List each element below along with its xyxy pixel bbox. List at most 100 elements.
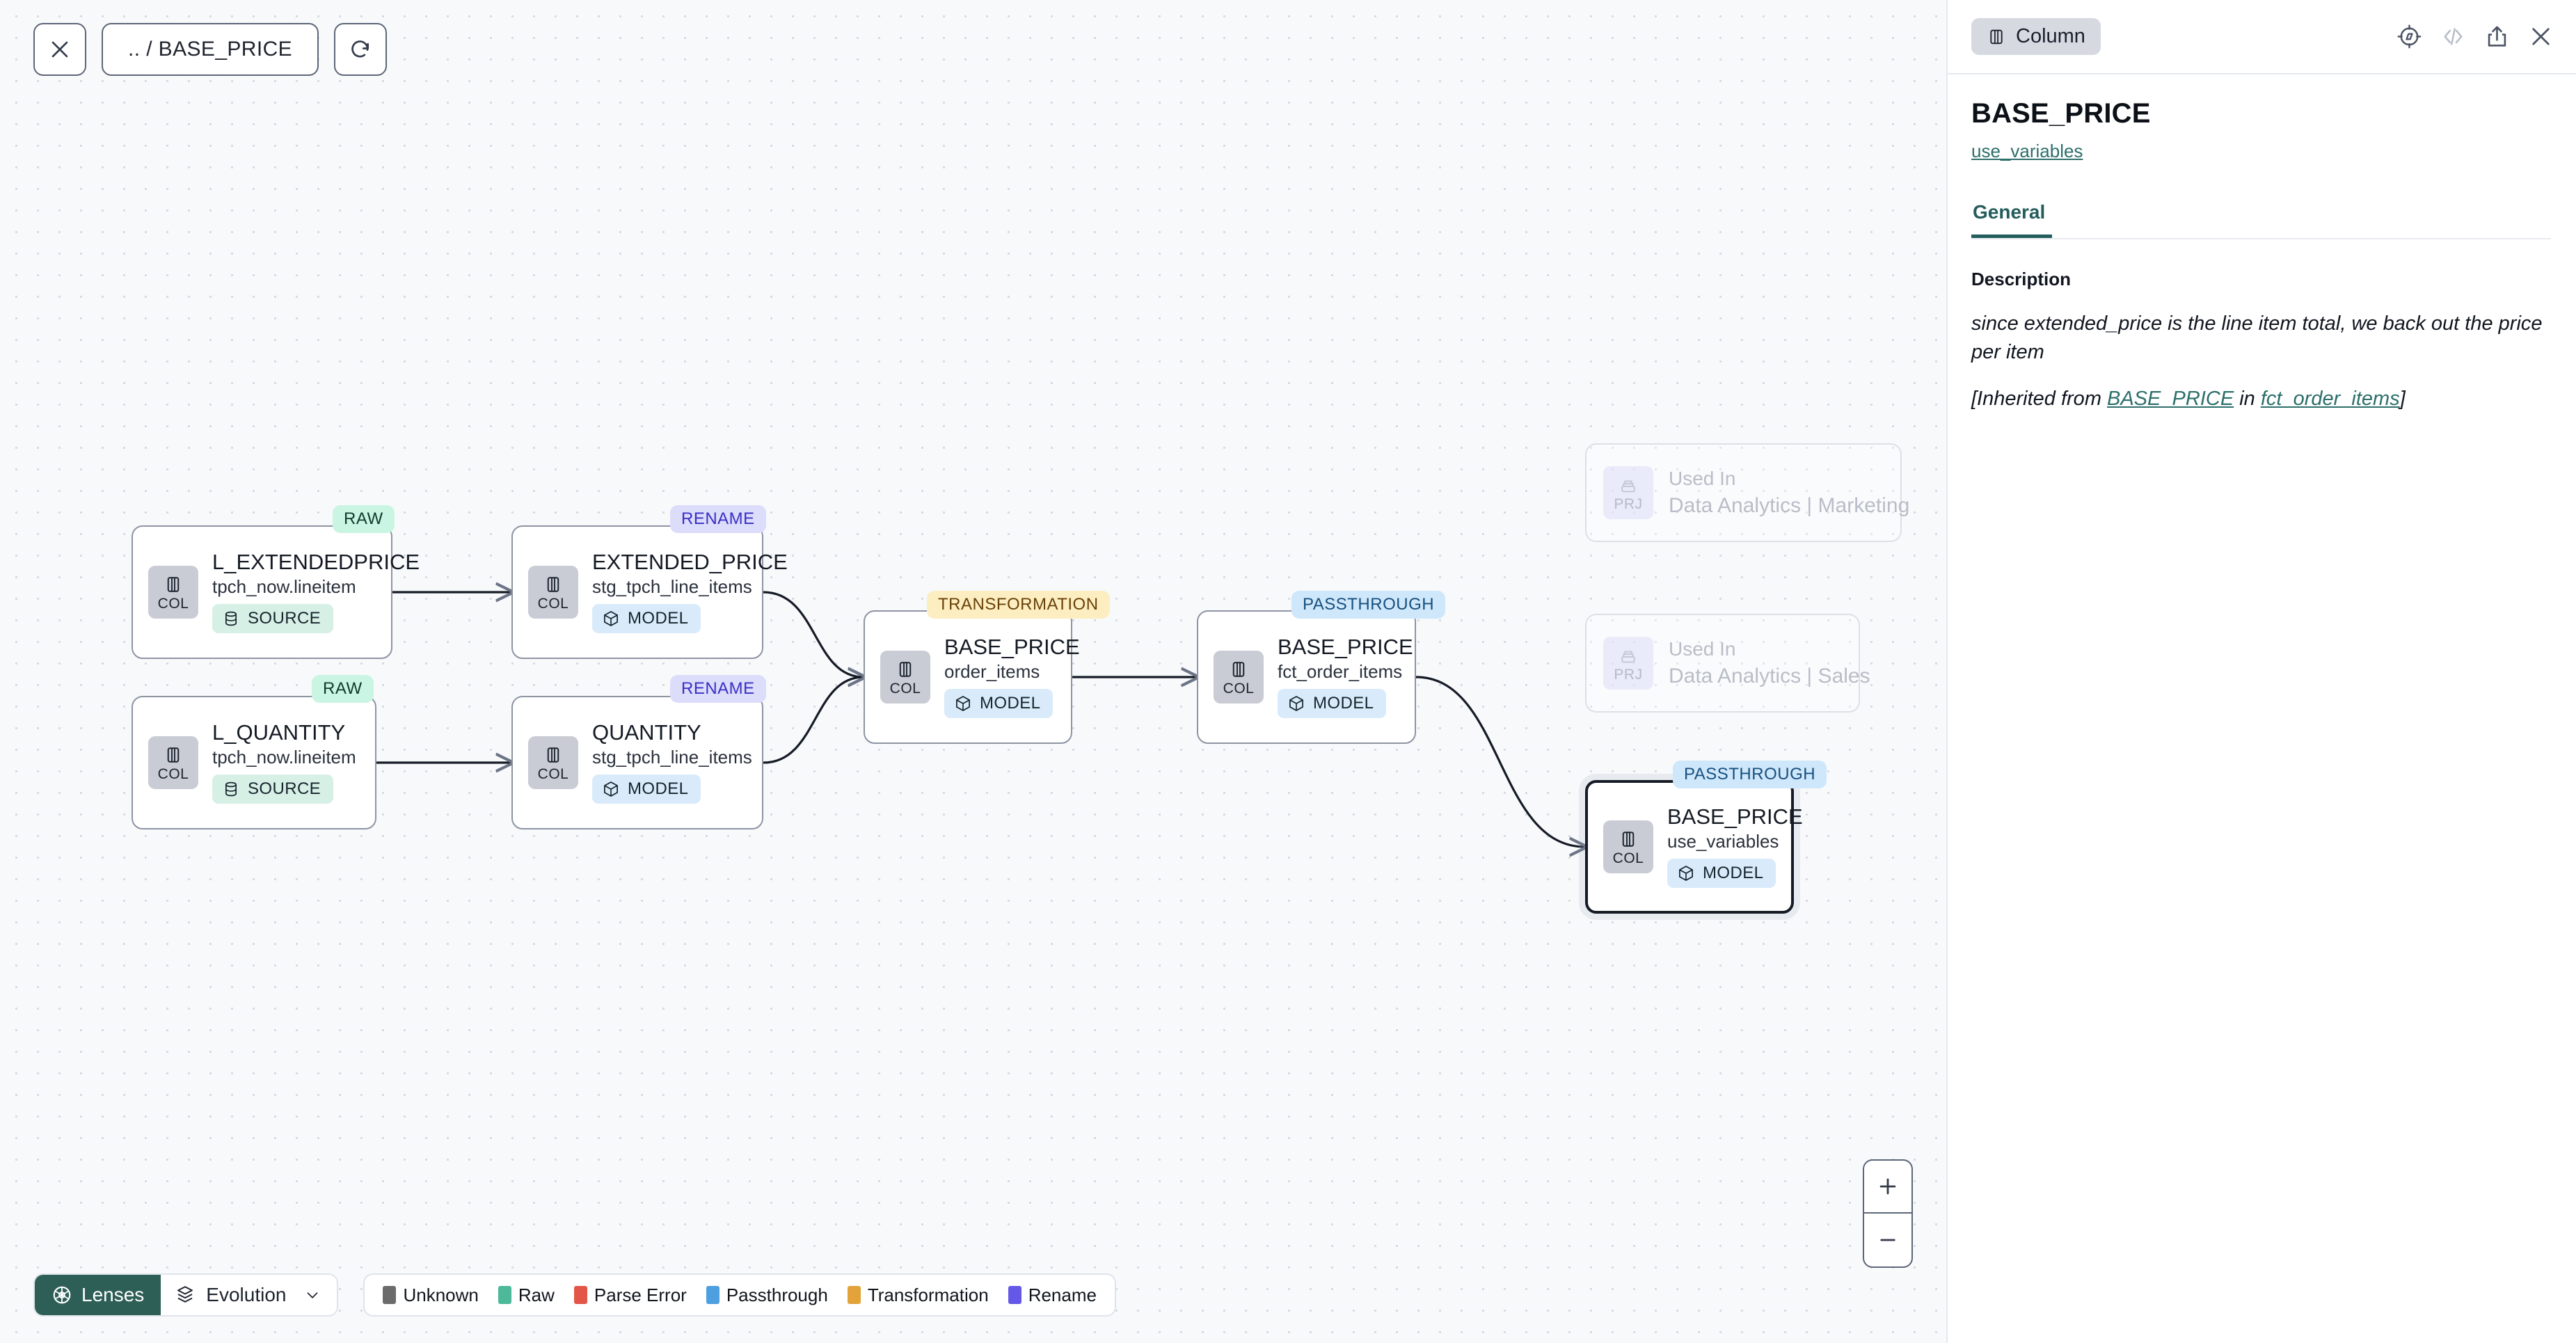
legend-item-parse-error[interactable]: Parse Error — [573, 1285, 687, 1306]
legend-item-raw[interactable]: Raw — [498, 1285, 555, 1306]
project-icon — [1621, 651, 1635, 662]
breadcrumb[interactable]: .. / BASE_PRICE — [102, 23, 319, 76]
zoom-in-button[interactable] — [1864, 1161, 1911, 1214]
panel-tabs: General — [1971, 201, 2551, 239]
inherited-middle: in — [2234, 388, 2261, 411]
parent-model-link[interactable]: use_variables — [1971, 141, 2083, 161]
node-subtitle: stg_tpch_line_items — [592, 576, 752, 598]
inherited-column-link[interactable]: BASE_PRICE — [2107, 388, 2234, 411]
column-icon — [899, 661, 912, 677]
breadcrumb-label: .. / BASE_PRICE — [128, 38, 293, 61]
node-type-label: COL — [537, 765, 569, 782]
close-graph-button[interactable] — [33, 23, 86, 76]
cube-icon — [1289, 696, 1303, 712]
inherited-model-link[interactable]: fct_order_items — [2260, 388, 2400, 411]
node-kind-pill: MODEL — [944, 689, 1054, 719]
used-in-project: Data Analytics | Marketing — [1669, 494, 1910, 517]
node-title: BASE_PRICE — [944, 634, 1080, 659]
node-kind-label: MODEL — [628, 609, 689, 628]
node-type-label: COL — [1223, 680, 1255, 697]
entity-type-chip[interactable]: Column — [1971, 18, 2101, 55]
legend-label: Unknown — [403, 1284, 479, 1305]
legend-swatch — [847, 1286, 861, 1304]
project-type-label: PRJ — [1614, 666, 1643, 683]
description-label: Description — [1971, 269, 2072, 289]
node-kind-pill: MODEL — [592, 604, 701, 634]
node-type-label: COL — [157, 595, 189, 612]
cube-icon — [604, 781, 618, 797]
node-subtitle: use_variables — [1667, 831, 1779, 852]
tab-general[interactable]: General — [1971, 201, 2053, 238]
node-type-chip: COL — [148, 736, 198, 789]
column-icon — [1622, 831, 1635, 847]
compass-icon[interactable] — [2396, 24, 2422, 49]
node-title: EXTENDED_PRICE — [592, 549, 788, 574]
details-panel: Column — [1946, 0, 2576, 1343]
close-panel-icon[interactable] — [2528, 24, 2554, 49]
node-badge-extended_price: RENAME — [670, 505, 766, 533]
details-panel-header: Column — [1946, 0, 2576, 74]
column-icon — [547, 747, 559, 763]
legend-swatch — [706, 1286, 719, 1304]
legend-item-unknown[interactable]: Unknown — [383, 1284, 479, 1306]
node-kind-pill: MODEL — [592, 774, 701, 804]
node-kind-label: MODEL — [1313, 694, 1374, 713]
cube-icon — [604, 611, 618, 627]
legend-swatch — [573, 1286, 587, 1304]
share-icon[interactable] — [2484, 24, 2510, 49]
node-title: BASE_PRICE — [1667, 804, 1803, 829]
legend-item-passthrough[interactable]: Passthrough — [706, 1285, 828, 1306]
zoom-out-button[interactable] — [1864, 1214, 1911, 1266]
description-inherited: [Inherited from BASE_PRICE in fct_order_… — [1971, 385, 2551, 413]
node-type-chip: COL — [1214, 651, 1264, 704]
node-subtitle: stg_tpch_line_items — [592, 747, 752, 768]
layers-icon — [177, 1286, 193, 1303]
code-icon[interactable] — [2440, 24, 2466, 49]
node-type-label: COL — [537, 595, 569, 612]
chevron-down-icon — [308, 1292, 318, 1299]
node-subtitle: tpch_now.lineitem — [212, 576, 356, 598]
node-kind-pill: SOURCE — [212, 604, 334, 634]
node-type-chip: COL — [1603, 820, 1653, 873]
database-icon — [225, 612, 237, 626]
legend-item-rename[interactable]: Rename — [1008, 1285, 1097, 1306]
column-icon — [167, 747, 180, 763]
cube-icon — [956, 696, 970, 712]
lenses-button[interactable]: Lenses — [35, 1275, 161, 1315]
legend-item-transformation[interactable]: Transformation — [847, 1285, 989, 1306]
refresh-icon — [351, 40, 369, 58]
panel-header-actions — [2396, 24, 2554, 49]
node-badge-order_items: TRANSFORMATION — [927, 591, 1110, 619]
canvas-toolbar: .. / BASE_PRICE — [33, 23, 388, 76]
node-subtitle: order_items — [944, 661, 1040, 683]
details-panel-body: BASE_PRICE use_variables General Descrip… — [1946, 74, 2576, 414]
node-title: BASE_PRICE — [1278, 634, 1413, 659]
page-title: BASE_PRICE — [1971, 98, 2151, 129]
legend-swatch — [498, 1286, 511, 1304]
project-type-chip: PRJ — [1603, 637, 1653, 690]
lenses-label: Lenses — [81, 1284, 145, 1305]
edge-qty-orderitems — [763, 677, 864, 764]
project-icon — [1621, 480, 1635, 492]
node-type-label: COL — [157, 765, 189, 782]
node-title: L_EXTENDEDPRICE — [212, 549, 420, 574]
zoom-controls — [1863, 1159, 1913, 1268]
refresh-button[interactable] — [334, 23, 388, 76]
inherited-suffix: ] — [2399, 388, 2406, 411]
node-badge-quantity: RENAME — [670, 675, 766, 703]
column-icon — [547, 576, 559, 592]
node-subtitle: fct_order_items — [1278, 661, 1403, 683]
node-title: QUANTITY — [592, 720, 701, 745]
evolution-dropdown[interactable]: Evolution — [161, 1275, 337, 1315]
